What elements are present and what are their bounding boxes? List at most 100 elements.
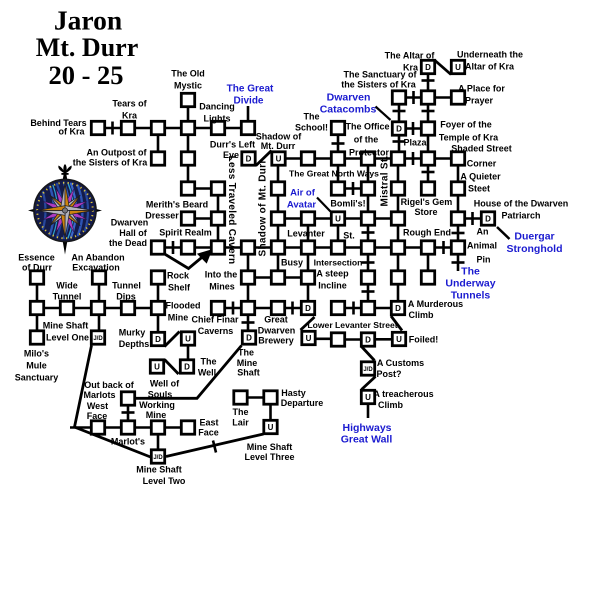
svg-text:U: U [396, 335, 402, 344]
svg-text:Mt. Durr: Mt. Durr [36, 33, 139, 62]
svg-text:U: U [185, 334, 191, 343]
svg-text:The: The [200, 357, 216, 367]
svg-text:U: U [335, 214, 341, 223]
svg-text:Eye: Eye [223, 150, 239, 160]
svg-text:Durr's Left: Durr's Left [210, 140, 255, 150]
svg-text:Kra: Kra [403, 63, 419, 73]
svg-text:D: D [184, 362, 190, 371]
svg-text:Murky: Murky [119, 328, 146, 338]
svg-text:Less Traveled Cavern: Less Traveled Cavern [226, 156, 237, 265]
svg-text:Shaded Street: Shaded Street [451, 144, 512, 154]
svg-text:Well of: Well of [150, 379, 180, 389]
svg-text:Level Three: Level Three [244, 452, 294, 462]
svg-text:U: U [154, 362, 160, 371]
svg-text:Level One: Level One [46, 333, 89, 343]
svg-text:Chief Finar: Chief Finar [191, 315, 239, 325]
svg-text:D: D [395, 304, 401, 313]
svg-text:Out back of: Out back of [84, 380, 135, 390]
svg-text:Avatar: Avatar [287, 200, 317, 211]
svg-text:Mine Shaft: Mine Shaft [136, 465, 182, 475]
svg-text:Souls: Souls [148, 390, 173, 400]
svg-text:Dwarven: Dwarven [327, 92, 371, 104]
svg-text:Incline: Incline [318, 281, 347, 291]
svg-text:Stronghold: Stronghold [507, 243, 563, 255]
svg-text:Mine Shaft: Mine Shaft [247, 442, 293, 452]
svg-text:Excavation: Excavation [72, 263, 120, 273]
svg-text:The Office: The Office [345, 122, 389, 132]
svg-text:West: West [87, 401, 108, 411]
svg-text:Face: Face [198, 428, 219, 438]
svg-text:Hasty: Hasty [281, 388, 306, 398]
svg-text:Shadow of Mt. Durr: Shadow of Mt. Durr [258, 159, 269, 256]
svg-text:Dresser: Dresser [145, 211, 179, 221]
svg-text:D: D [425, 63, 431, 72]
svg-text:St.: St. [343, 231, 355, 241]
svg-text:Mine: Mine [168, 313, 189, 323]
svg-text:The: The [238, 348, 254, 358]
svg-text:The: The [461, 266, 480, 278]
svg-text:U: U [455, 63, 461, 72]
svg-text:Face: Face [87, 411, 108, 421]
svg-text:Tears of: Tears of [112, 99, 147, 109]
svg-text:Into the: Into the [205, 270, 238, 280]
svg-text:House of the Dwarven: House of the Dwarven [474, 199, 569, 209]
svg-text:Steet: Steet [468, 184, 490, 194]
svg-text:Tunnels: Tunnels [451, 290, 491, 302]
svg-text:Dwarven: Dwarven [258, 326, 296, 336]
svg-text:of Durr: of Durr [22, 263, 52, 273]
svg-text:J/D: J/D [153, 455, 163, 461]
svg-text:A treacherous: A treacherous [373, 389, 433, 399]
svg-text:Mule: Mule [26, 361, 47, 371]
svg-text:20 - 25: 20 - 25 [48, 60, 123, 90]
svg-text:of Kra: of Kra [58, 127, 85, 137]
svg-text:Shaft: Shaft [237, 368, 260, 378]
svg-text:Wide: Wide [56, 281, 77, 291]
svg-text:A Quieter: A Quieter [460, 172, 501, 182]
svg-text:The: The [232, 407, 248, 417]
svg-text:Lower Levanter Street: Lower Levanter Street [307, 320, 397, 330]
svg-text:Highways: Highways [342, 422, 391, 434]
svg-text:Busy: Busy [281, 258, 303, 268]
svg-text:Mistral St.: Mistral St. [380, 155, 391, 206]
svg-text:Divide: Divide [233, 96, 263, 107]
svg-text:A Murderous: A Murderous [408, 299, 463, 309]
svg-text:the Dead: the Dead [109, 238, 147, 248]
svg-text:D: D [485, 214, 491, 223]
svg-text:the Sisters of Kra: the Sisters of Kra [73, 158, 149, 168]
svg-text:the Sisters of Kra: the Sisters of Kra [341, 80, 417, 90]
svg-text:Working: Working [139, 400, 175, 410]
svg-text:Underway: Underway [445, 278, 495, 290]
svg-text:An Outpost of: An Outpost of [87, 148, 148, 158]
svg-text:Mine Shaft: Mine Shaft [43, 321, 89, 331]
svg-text:Rock: Rock [167, 271, 190, 281]
svg-text:Pin: Pin [476, 255, 490, 265]
svg-text:Caverns: Caverns [198, 326, 234, 336]
svg-text:Marlot's: Marlot's [111, 437, 145, 447]
svg-text:Shelf: Shelf [168, 283, 191, 293]
svg-text:Animal: Animal [467, 241, 497, 251]
svg-text:Store: Store [414, 207, 437, 217]
svg-text:Altar of Kra: Altar of Kra [465, 62, 515, 72]
svg-text:An Abandon: An Abandon [71, 253, 124, 263]
svg-text:Underneath the: Underneath the [457, 50, 523, 60]
svg-text:Sanctuary: Sanctuary [15, 373, 59, 383]
svg-text:Kra: Kra [122, 111, 138, 121]
svg-text:Catacombs: Catacombs [320, 104, 377, 116]
svg-text:Dips: Dips [116, 292, 136, 302]
svg-text:Rough End: Rough End [403, 228, 451, 238]
svg-text:Foyer of the: Foyer of the [440, 120, 492, 130]
svg-text:Temple of Kra: Temple of Kra [439, 133, 499, 143]
svg-text:J/D: J/D [363, 367, 373, 373]
svg-text:East: East [199, 418, 218, 428]
svg-text:Lights: Lights [204, 114, 231, 124]
svg-text:Behind Tears: Behind Tears [30, 118, 86, 128]
svg-text:The Altar of: The Altar of [385, 51, 436, 61]
svg-text:Mines: Mines [209, 282, 235, 292]
svg-text:A Place for: A Place for [458, 84, 505, 94]
svg-text:D: D [246, 154, 252, 163]
svg-text:Levanter: Levanter [287, 229, 325, 239]
svg-text:Jaron: Jaron [54, 5, 122, 36]
svg-text:Hall of: Hall of [119, 228, 148, 238]
svg-text:Mine: Mine [237, 358, 258, 368]
svg-text:Protector: Protector [349, 148, 390, 158]
